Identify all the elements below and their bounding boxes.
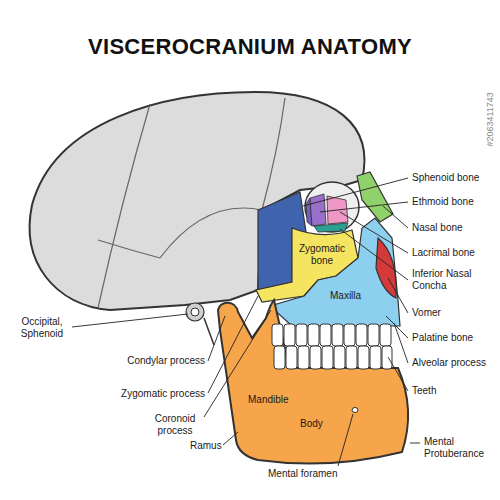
tooth <box>320 324 331 346</box>
mental-foramen <box>352 408 358 413</box>
ear-canal-opening <box>191 308 199 316</box>
leader-line <box>410 443 420 444</box>
tooth <box>382 346 392 369</box>
tooth <box>380 324 391 346</box>
ear-canal <box>186 303 204 321</box>
tooth <box>308 324 319 346</box>
leader-line <box>394 323 408 363</box>
cranium <box>30 92 365 310</box>
watermark-id: #2063411743 <box>485 69 496 169</box>
bone-label: Ethmoid bone <box>412 196 474 208</box>
tooth <box>284 324 295 346</box>
bone-label: Maxilla <box>330 290 361 302</box>
bone-label: Occipital, Sphenoid <box>14 316 70 340</box>
tooth <box>344 324 355 346</box>
process-label: Zygomatic process <box>113 388 205 400</box>
tooth <box>286 346 297 369</box>
tooth <box>334 346 345 369</box>
process-label: Coronoid process <box>149 413 201 437</box>
leader-line <box>72 314 188 327</box>
ethmoid-bone <box>310 194 326 226</box>
tooth <box>298 346 309 369</box>
part-label: Mental Protuberance <box>424 436 490 460</box>
coronal-suture <box>262 98 285 210</box>
styloid-process <box>204 318 214 345</box>
leader-line <box>340 212 408 253</box>
diagram-title: VISCEROCRANIUM ANATOMY <box>0 34 500 60</box>
tooth <box>368 324 379 346</box>
tooth <box>310 346 321 369</box>
upper-teeth <box>272 324 391 346</box>
tooth <box>370 346 381 369</box>
process-label: Condylar process <box>113 355 205 367</box>
leader-line <box>208 296 258 393</box>
orbit <box>305 182 359 232</box>
leader-line <box>388 278 408 313</box>
leader-line <box>320 202 408 212</box>
leader-lines <box>72 178 420 466</box>
occipitomastoid-suture <box>98 240 160 258</box>
tooth <box>296 324 307 346</box>
leader-line <box>223 432 238 445</box>
tooth <box>332 324 343 346</box>
part-label: Mental foramen <box>268 468 337 480</box>
nasal-aperture <box>376 238 396 298</box>
leader-line <box>303 178 408 206</box>
bone-label: Palatine bone <box>412 332 473 344</box>
mandible <box>218 300 408 464</box>
maxilla <box>270 218 400 326</box>
part-label: Teeth <box>412 385 436 397</box>
tooth <box>358 346 369 369</box>
tooth <box>356 324 367 346</box>
lower-teeth <box>274 346 392 369</box>
squamosal-suture <box>160 208 262 258</box>
bone-label: Inferior Nasal Concha <box>412 268 490 292</box>
tooth <box>272 324 283 346</box>
bone-label: Sphenoid bone <box>412 172 479 184</box>
leader-line <box>388 357 408 391</box>
part-label: Ramus <box>190 440 222 452</box>
tooth <box>346 346 357 369</box>
bone-label: Lacrimal bone <box>412 247 475 259</box>
part-label: Body <box>300 418 323 430</box>
lambdoid-suture <box>98 104 150 308</box>
leader-line <box>338 414 353 466</box>
leader-line <box>208 316 225 361</box>
bone-label: Vomer <box>412 307 441 319</box>
bone-label: Mandible <box>248 394 289 406</box>
leader-line <box>386 316 408 338</box>
bone-label: Nasal bone <box>412 222 463 234</box>
leader-line <box>383 206 408 228</box>
process-label: Alveolar process <box>412 357 486 369</box>
nasal-bone <box>357 172 393 222</box>
bone-label: Zygomatic bone <box>294 243 350 267</box>
leader-line <box>340 229 408 280</box>
tooth <box>274 346 285 369</box>
tooth <box>322 346 333 369</box>
